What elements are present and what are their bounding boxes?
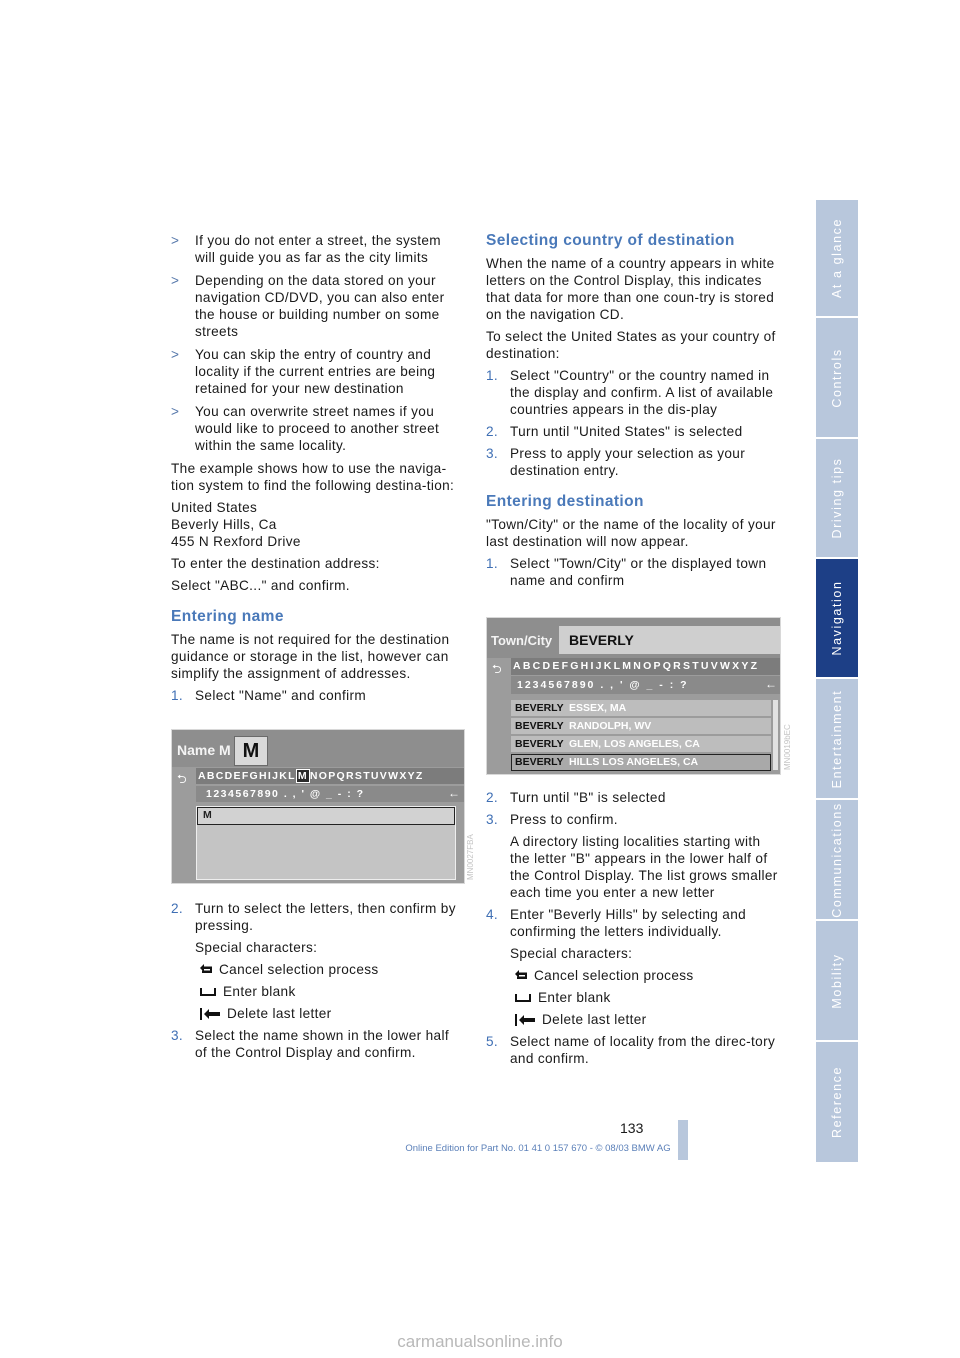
destination-text: "Town/City" or the name of the locality …	[486, 517, 776, 549]
screen-title: Name M	[177, 742, 231, 758]
right-column: Selecting country of destination When th…	[486, 218, 780, 594]
delete-item: Delete last letter	[171, 1005, 463, 1022]
dest-step-3: 3.Press to confirm.	[486, 812, 618, 827]
locality-row[interactable]: BEVERLY ESSEX, MA	[511, 700, 771, 716]
sidebar-tab-mobility[interactable]: Mobility	[816, 919, 858, 1040]
cancel-icon	[515, 970, 527, 979]
locality-row-selected[interactable]: BEVERLY HILLS LOS ANGELES, CA	[511, 754, 771, 771]
step-2: 2.Turn to select the letters, then confi…	[171, 901, 456, 933]
delete-icon	[200, 1007, 220, 1020]
watermark: carmanualsonline.info	[397, 1332, 563, 1351]
sidebar-tab-entertainment[interactable]: Entertainment	[816, 677, 858, 798]
sidebar-tab-at-a-glance[interactable]: At a glance	[816, 198, 858, 316]
footer: Online Edition for Part No. 01 41 0 157 …	[405, 1143, 671, 1154]
left-column: >If you do not enter a street, the syste…	[171, 232, 463, 709]
cancel-icon	[200, 964, 212, 973]
heading-selecting-country: Selecting country of destination	[486, 232, 735, 249]
screenshot-code: MN0027FBA	[466, 834, 475, 880]
sidebar-tab-controls[interactable]: Controls	[816, 316, 858, 437]
country-step-3: 3.Press to apply your selection as your …	[486, 446, 746, 478]
delete-arrow-icon: ←	[448, 786, 460, 800]
blank-icon	[515, 993, 531, 1002]
dest-step-1: 1.Select "Town/City" or the displayed to…	[486, 556, 767, 588]
blank-item: Enter blank	[486, 989, 780, 1006]
sidebar-tab-driving-tips[interactable]: Driving tips	[816, 437, 858, 557]
delete-arrow-icon: ←	[765, 677, 777, 691]
example-intro: The example shows how to use the naviga-…	[171, 461, 455, 493]
bullet-marker: >	[171, 347, 180, 362]
sidebar-tab-communications[interactable]: Communications	[816, 798, 858, 919]
country-text: When the name of a country appears in wh…	[486, 256, 775, 322]
step-3: 3.Select the name shown in the lower hal…	[171, 1028, 449, 1060]
entry-text: M	[203, 809, 212, 821]
page-number: 133	[620, 1120, 644, 1136]
dest-step-5: 5.Select name of locality from the direc…	[486, 1034, 776, 1066]
bullet-item: >If you do not enter a street, the syste…	[171, 233, 441, 265]
example-address: United States Beverly Hills, Ca 455 N Re…	[171, 500, 301, 549]
locality-row[interactable]: BEVERLY GLEN, LOS ANGELES, CA	[511, 736, 771, 752]
heading-entering-name: Entering name	[171, 608, 284, 625]
heading-entering-destination: Entering destination	[486, 493, 644, 510]
screen-title: Town/City	[491, 633, 553, 648]
control-display-town-screenshot: Town/City BEVERLY ⮌ ABCDEFGHIJKLMNOPQRST…	[486, 617, 781, 775]
bullet-marker: >	[171, 273, 180, 288]
select-abc-text: Select "ABC..." and confirm.	[171, 578, 350, 593]
right-column-lower: 2.Turn until "B" is selected 3.Press to …	[486, 789, 780, 1072]
dest-step-4: 4.Enter "Beverly Hills" by selecting and…	[486, 907, 747, 939]
dest-step-2: 2.Turn until "B" is selected	[486, 790, 666, 805]
bullet-item: >Depending on the data stored on your na…	[171, 273, 445, 339]
screenshot-code: MN0019bEC	[783, 724, 792, 770]
big-letter-box: M	[234, 736, 268, 766]
name-text: The name is not required for the destina…	[171, 632, 450, 681]
cancel-item: Cancel selection process	[486, 967, 780, 984]
left-column-lower: 2.Turn to select the letters, then confi…	[171, 900, 463, 1066]
cancel-item: Cancel selection process	[171, 961, 463, 978]
digits-row: 1234567890 . , ' @ _ - : ?	[517, 679, 689, 691]
country-step-2: 2.Turn until "United States" is selected	[486, 424, 743, 439]
blank-icon	[200, 987, 216, 996]
dest-step-3-detail: A directory listing localities starting …	[510, 834, 778, 900]
country-step-1: 1.Select "Country" or the country named …	[486, 368, 774, 417]
delete-item: Delete last letter	[486, 1011, 780, 1028]
special-chars-label: Special characters:	[195, 940, 318, 955]
back-arrow-icon: ⮌	[492, 662, 502, 676]
bullet-marker: >	[171, 233, 180, 248]
sidebar-tab-reference[interactable]: Reference	[816, 1040, 858, 1162]
locality-row[interactable]: BEVERLY RANDOLPH, WV	[511, 718, 771, 734]
country-intro: To select the United States as your coun…	[486, 329, 776, 361]
bullet-item: >You can overwrite street names if you w…	[171, 404, 440, 453]
town-value-box: BEVERLY	[559, 626, 780, 654]
alphabet-row: ABCDEFGHIJKLMNOPQRSTUVWXYZ	[513, 660, 760, 672]
delete-icon	[515, 1013, 535, 1026]
bullet-marker: >	[171, 404, 180, 419]
blank-item: Enter blank	[171, 983, 463, 1000]
sidebar-tab-navigation[interactable]: Navigation	[816, 557, 858, 677]
scrollbar[interactable]	[773, 700, 778, 770]
to-enter-text: To enter the destination address:	[171, 556, 380, 571]
entry-row-selected	[197, 807, 455, 825]
special-chars-label: Special characters:	[510, 946, 633, 961]
page-marker	[678, 1120, 688, 1160]
step-1: 1.Select "Name" and confirm	[171, 688, 367, 703]
bullet-item: >You can skip the entry of country and l…	[171, 347, 436, 396]
digits-row: 1234567890 . , ' @ _ - : ?	[206, 788, 365, 800]
back-arrow-icon: ⮌	[177, 772, 187, 786]
